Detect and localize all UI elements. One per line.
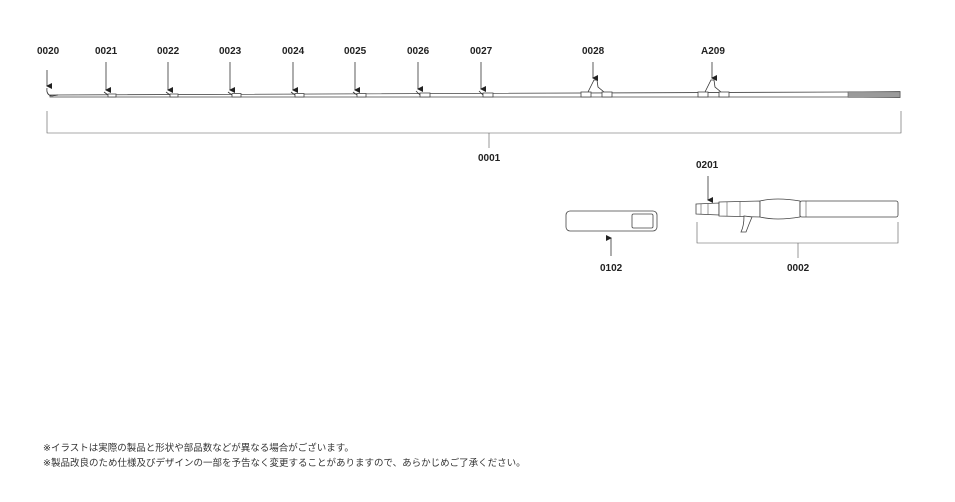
bracket-0002: 0002	[696, 222, 899, 274]
label-0025: 0025	[344, 46, 367, 57]
rod-blank	[49, 91, 901, 98]
part-0102: 0102	[565, 210, 658, 274]
guide-0027: 0027	[470, 46, 494, 98]
label-0022: 0022	[157, 46, 180, 57]
label-0102: 0102	[600, 263, 623, 274]
guide-0024: 0024	[282, 46, 305, 98]
guide-0026: 0026	[407, 46, 431, 98]
label-0023: 0023	[219, 46, 242, 57]
label-0021: 0021	[95, 46, 118, 57]
guide-0025: 0025	[344, 46, 367, 98]
guide-0022: 0022	[157, 46, 180, 98]
guide-a209: A209	[697, 46, 730, 98]
butt-end-section	[847, 91, 901, 98]
label-0020: 0020	[37, 46, 60, 57]
handle-0002: 0201	[695, 160, 899, 233]
guide-0021: 0021	[95, 46, 118, 98]
label-0026: 0026	[407, 46, 430, 57]
label-0001: 0001	[478, 153, 501, 164]
label-0028: 0028	[582, 46, 605, 57]
disclaimer-notes: ※イラストは実際の製品と形状や部品数などが異なる場合がございます。 ※製品改良の…	[43, 441, 526, 471]
guide-0020: 0020	[37, 46, 60, 97]
note-spec-change: ※製品改良のため仕様及びデザインの一部を予告なく変更することがありますので、あら…	[43, 458, 526, 469]
note-illustration: ※イラストは実際の製品と形状や部品数などが異なる場合がございます。	[43, 443, 354, 454]
label-a209: A209	[701, 46, 725, 57]
label-0201: 0201	[696, 160, 719, 171]
label-0024: 0024	[282, 46, 305, 57]
guide-0023: 0023	[219, 46, 242, 98]
label-0002: 0002	[787, 263, 810, 274]
bracket-0001: 0001	[46, 111, 902, 164]
guide-0028: 0028	[580, 46, 613, 98]
label-0027: 0027	[470, 46, 493, 57]
